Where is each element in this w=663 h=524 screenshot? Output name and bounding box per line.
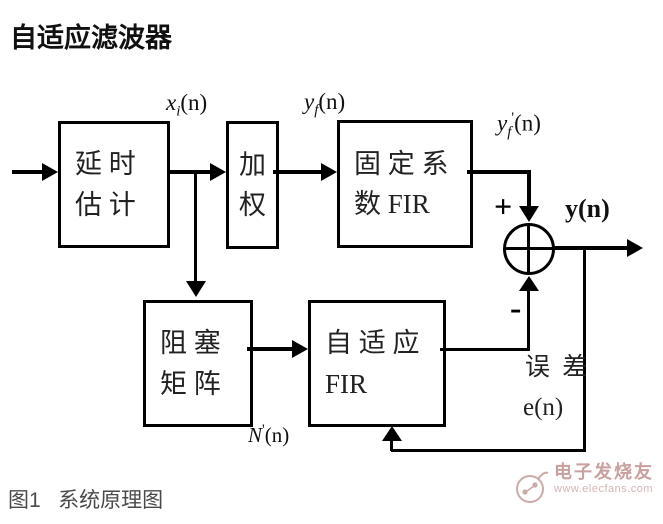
label-yf-prime-mark: ': [511, 110, 515, 126]
label-yf: yf(n): [304, 89, 345, 120]
label-yf-rest: (n): [318, 89, 346, 114]
arrowhead-right-icon: [627, 239, 643, 257]
feedback-up-stem: [390, 440, 393, 451]
label-n-prime-rest: (n): [264, 423, 290, 447]
arrowhead-right-icon: [321, 163, 337, 181]
label-y-output: y(n): [565, 194, 610, 223]
feedback-down-line: [583, 248, 586, 452]
fixedfir-out-line: [467, 170, 529, 174]
adaptive-out-line: [440, 348, 530, 351]
elecfans-logo-icon: [516, 471, 549, 503]
label-n-prime: N'(n): [248, 422, 289, 448]
label-n-prime-mark: ': [262, 422, 265, 438]
output-line: [553, 246, 629, 250]
input-line: [12, 170, 46, 174]
feedback-bottom-line: [391, 449, 586, 452]
label-error-signal: e(n): [523, 394, 564, 421]
plus-sign: +: [494, 188, 513, 224]
figure-caption: 图1 系统原理图: [8, 489, 164, 512]
block-fixed-fir-line2: 数 FIR: [354, 189, 430, 219]
block-weighting-line2: 权: [239, 190, 266, 220]
label-yf-sub: f: [314, 102, 319, 119]
label-xi-base: x: [166, 90, 177, 115]
arrowhead-right-icon: [292, 340, 308, 358]
block-fixed-fir-line1: 固 定 系: [354, 148, 449, 179]
blocking-to-adaptive-line: [247, 347, 294, 351]
block-weighting-line1: 加: [239, 149, 266, 180]
fixedfir-down-line: [527, 170, 531, 208]
weight-to-fixedfir-line: [273, 170, 323, 174]
block-adaptive-fir-line2: FIR: [325, 368, 368, 399]
block-adaptive-fir-line1: 自 适 应: [325, 328, 420, 358]
block-fixed-fir: 固 定 系 数 FIR: [337, 120, 473, 248]
watermark: 电子发烧友 www.elecfans.com: [514, 462, 654, 507]
block-delay-estimation: 延 时 估 计: [58, 121, 170, 248]
arrowhead-up-icon: [519, 276, 539, 291]
block-blocking-matrix-line2: 矩 阵: [160, 368, 221, 399]
arrowhead-down-icon: [519, 206, 539, 222]
adaptive-up-line: [527, 289, 530, 349]
block-adaptive-fir: 自 适 应 FIR: [308, 300, 446, 427]
arrowhead-right-icon: [42, 163, 58, 181]
label-xi-sub: i: [176, 103, 181, 120]
block-blocking-matrix-line1: 阻 塞: [160, 328, 221, 358]
branch-down-line: [194, 172, 197, 282]
watermark-url: www.elecfans.com: [554, 482, 654, 495]
label-error-cn: 误 差: [525, 354, 591, 381]
label-xi-rest: (n): [180, 90, 208, 115]
label-n-prime-base: N: [248, 423, 263, 447]
arrowhead-up-icon: [382, 426, 402, 441]
block-blocking-matrix: 阻 塞 矩 阵: [143, 300, 253, 427]
arrowhead-down-icon: [186, 281, 206, 297]
label-yf-prime-sub: f: [507, 124, 512, 141]
label-xi: xi(n): [166, 90, 207, 121]
watermark-brand: 电子发烧友: [554, 462, 654, 482]
label-yf-prime-rest: (n): [514, 110, 541, 136]
minus-sign: -: [510, 290, 522, 327]
summing-cross-horizontal: [504, 247, 554, 250]
page-title: 自适应滤波器: [10, 23, 172, 53]
block-delay-line1: 延 时: [75, 149, 136, 179]
block-delay-line2: 估 计: [75, 189, 136, 220]
arrowhead-right-icon: [210, 163, 226, 181]
label-yf-prime-base: y: [497, 110, 508, 136]
label-yf-base: y: [304, 89, 315, 114]
label-yf-prime: yf'(n): [497, 110, 541, 141]
block-weighting: 加 权: [226, 121, 279, 249]
watermark-text: 电子发烧友 www.elecfans.com: [554, 462, 654, 495]
delay-to-weight-line: [169, 170, 212, 174]
